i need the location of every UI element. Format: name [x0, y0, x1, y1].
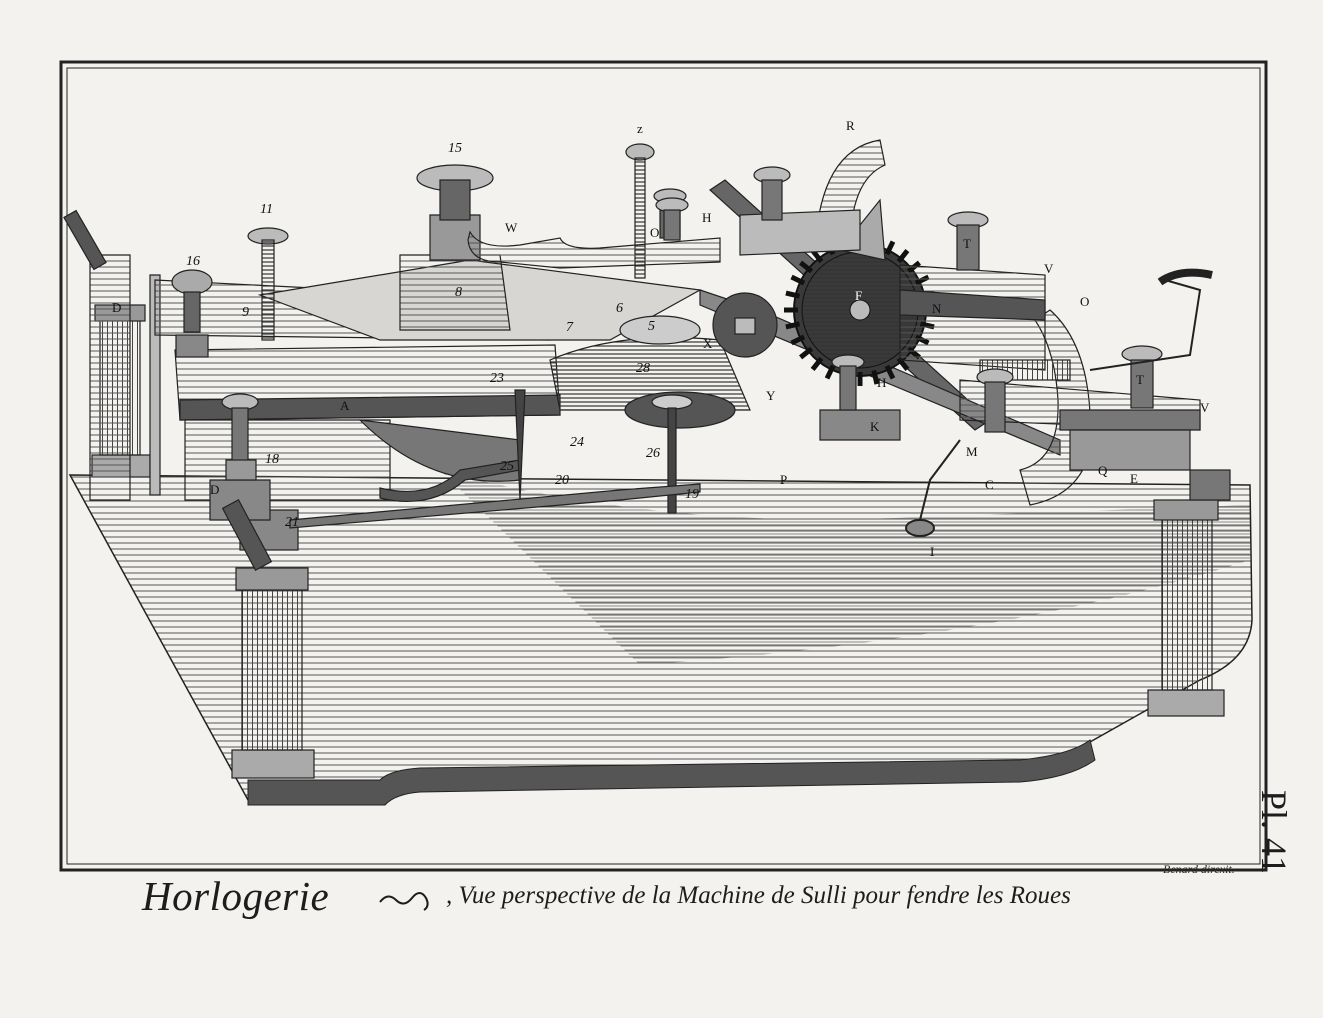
- label-d-2: D: [210, 482, 219, 497]
- label-o-1: O: [650, 225, 659, 240]
- label-23: 23: [490, 371, 504, 386]
- label-24: 24: [570, 435, 584, 450]
- label-21: 21: [285, 515, 299, 530]
- adjusting-screws: [171, 143, 693, 514]
- label-15: 15: [448, 141, 462, 156]
- quadrant-r: [739, 139, 886, 261]
- knob-o1: [655, 197, 689, 241]
- label-v-2: V: [1200, 400, 1210, 415]
- label-o-2: O: [1080, 294, 1089, 309]
- label-q: Q: [1098, 463, 1108, 478]
- engraver-credit: Benard direxit.: [1163, 862, 1235, 876]
- label-i: I: [930, 544, 934, 559]
- label-y: Y: [766, 388, 776, 403]
- label-t-1: T: [963, 236, 971, 251]
- plate-subtitle: , Vue perspective de la Machine de Sulli…: [446, 882, 1071, 909]
- gear-tooth: [790, 334, 806, 346]
- title-flourish: [379, 892, 429, 911]
- gear-tooth: [799, 260, 814, 274]
- label-n: N: [932, 301, 942, 316]
- screw-16: [171, 269, 213, 358]
- screw-z: [625, 143, 655, 279]
- label-v-1: V: [1044, 261, 1054, 276]
- label-a: A: [340, 398, 350, 413]
- label-f: F: [855, 288, 862, 303]
- column-right-front: [1147, 469, 1231, 717]
- screw-19: [651, 394, 693, 514]
- label-h-2: H: [877, 375, 886, 390]
- label-e: E: [1130, 471, 1138, 486]
- gear-tooth: [810, 356, 824, 371]
- gear-tooth: [824, 364, 836, 380]
- gear-tooth: [790, 274, 806, 286]
- gear-tooth: [785, 290, 801, 299]
- label-z: z: [637, 121, 643, 136]
- knob-top: [753, 166, 791, 221]
- reference-labels: 15 z R 11 W O H 16 9 8 6 7 5 X F N T V O…: [112, 118, 1210, 559]
- base-board: [68, 470, 1253, 806]
- label-16: 16: [186, 254, 200, 269]
- label-18: 18: [265, 452, 279, 467]
- knob-t2: [1121, 345, 1163, 409]
- label-m: M: [966, 444, 978, 459]
- right-carriage: [819, 264, 1201, 471]
- plate-title: Horlogerie: [142, 873, 330, 919]
- screw-18: [221, 393, 259, 481]
- plate-number-text: Pl. 41: [1254, 789, 1294, 875]
- lever-arm: [289, 389, 701, 529]
- label-c: C: [985, 477, 994, 492]
- label-r-top: R: [846, 118, 855, 133]
- knob-h2: [831, 354, 865, 411]
- label-28: 28: [636, 361, 650, 376]
- label-d-1: D: [112, 300, 121, 315]
- label-11: 11: [260, 202, 273, 217]
- crank-handle: [905, 268, 1213, 537]
- plate-frame-inner: [66, 67, 1261, 865]
- gear-tooth: [871, 369, 880, 385]
- label-20: 20: [555, 473, 569, 488]
- label-25: 25: [500, 459, 514, 474]
- label-9: 9: [242, 305, 249, 320]
- knobs: [655, 166, 1163, 433]
- wheel-x: [712, 292, 778, 358]
- label-8: 8: [455, 285, 462, 300]
- label-h-1: H: [702, 210, 711, 225]
- gear-tooth: [896, 249, 910, 264]
- label-7: 7: [566, 320, 574, 335]
- screw-11: [247, 227, 289, 341]
- label-k: K: [870, 419, 880, 434]
- label-26: 26: [646, 446, 660, 461]
- plate-number: Pl. 41: [1252, 782, 1296, 882]
- label-19: 19: [685, 487, 699, 502]
- label-x: X: [703, 336, 713, 351]
- plate-frame-outer: [59, 60, 1268, 872]
- gear-tooth: [884, 364, 896, 380]
- knob-m: [976, 368, 1014, 433]
- cutting-platform: [257, 164, 751, 482]
- gear-tooth: [884, 240, 896, 256]
- label-t-2: T: [1136, 372, 1144, 387]
- label-6: 6: [616, 301, 623, 316]
- gear-tooth: [785, 321, 801, 330]
- label-w: W: [505, 220, 518, 235]
- label-5: 5: [648, 319, 655, 334]
- knob-t1: [947, 211, 989, 271]
- label-p: P: [780, 472, 787, 487]
- gear-tooth: [799, 346, 814, 360]
